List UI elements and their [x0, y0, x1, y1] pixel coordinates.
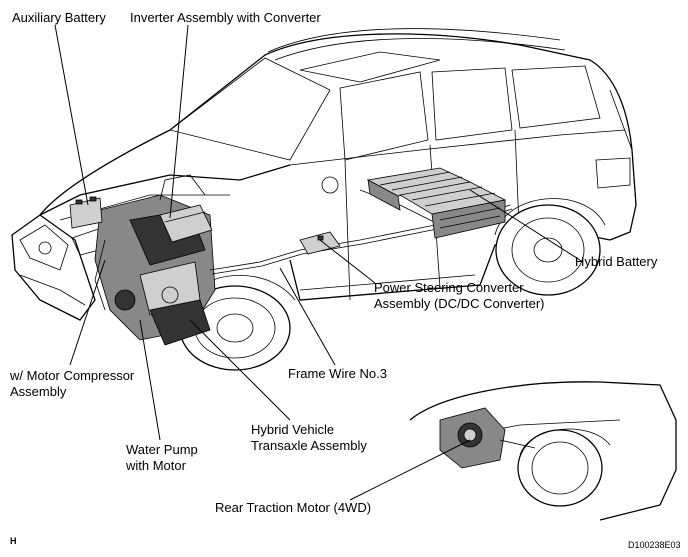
- transaxle-component: [149, 299, 211, 346]
- label-power-steering-line1: Power Steering Converter: [374, 280, 524, 295]
- label-water-pump-line2: with Motor: [126, 458, 186, 473]
- label-motor-compressor-line2: Assembly: [10, 384, 67, 399]
- label-power-steering-line2: Assembly (DC/DC Converter): [374, 296, 545, 311]
- vehicle-body: [11, 28, 637, 321]
- label-motor-compressor-line1: w/ Motor Compressor: [10, 368, 135, 383]
- inverter-component: [159, 204, 213, 243]
- label-hybrid-battery: Hybrid Battery: [575, 254, 658, 269]
- hybrid-battery-component: [366, 167, 507, 239]
- leader-dcdc-converter: [319, 239, 376, 284]
- leader-rear-traction-motor: [349, 439, 471, 501]
- leader-hybrid-battery: [469, 189, 584, 263]
- leader-motor-compressor: [69, 259, 106, 366]
- label-hybrid-transaxle-line2: Transaxle Assembly: [251, 438, 367, 453]
- rear-wheel: [494, 198, 606, 296]
- label-water-pump-line1: Water Pump: [126, 442, 198, 457]
- leader-inverter: [169, 24, 189, 219]
- label-hybrid-transaxle-line1: Hybrid Vehicle: [251, 422, 335, 437]
- label-inverter-assembly: Inverter Assembly with Converter: [130, 10, 321, 25]
- leader-frame-wire: [279, 267, 336, 366]
- leader-lines: [54, 24, 584, 501]
- rear-inset: [409, 381, 677, 521]
- dcdc-converter-component: [299, 231, 341, 255]
- label-figure-code: D100238E03: [628, 540, 681, 550]
- label-frame-wire: Frame Wire No.3: [288, 366, 387, 381]
- label-auxiliary-battery: Auxiliary Battery: [12, 10, 106, 25]
- leader-auxiliary-battery: [54, 24, 89, 206]
- auxiliary-battery-component: [69, 196, 103, 229]
- leader-transaxle: [189, 319, 291, 421]
- label-rear-traction-motor: Rear Traction Motor (4WD): [215, 500, 372, 515]
- label-corner-letter: H: [10, 536, 17, 546]
- leader-water-pump: [139, 319, 161, 441]
